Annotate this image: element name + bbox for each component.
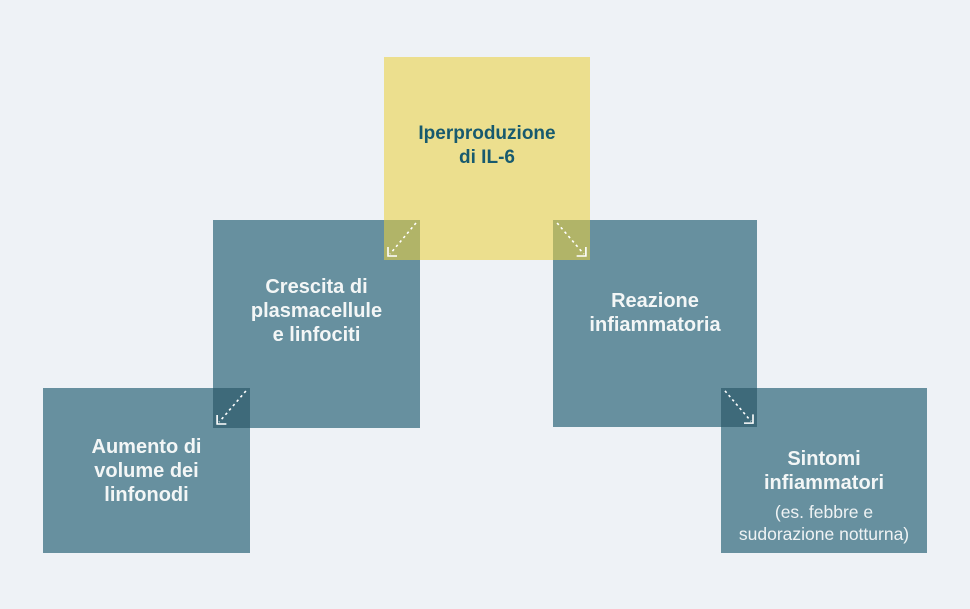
node-label-line: Sintomi	[787, 447, 861, 470]
arrow-down-right-icon	[724, 390, 754, 424]
node-label-line: Reazione	[611, 290, 699, 312]
node-label-line: di IL-6	[459, 146, 515, 168]
connector-reazione-to-sintomi	[721, 388, 757, 427]
node-sublabel: (es. febbre e sudorazione notturna)	[739, 501, 909, 545]
node-label-line: Iperproduzione	[418, 122, 556, 144]
node-label-line: infiammatori	[763, 471, 885, 494]
connector-il6-to-reazione	[553, 220, 590, 260]
connector-crescita-to-aumento	[213, 388, 250, 428]
arrow-down-left-icon	[216, 390, 247, 425]
node-label-line: plasmacellule	[250, 300, 383, 322]
connector-il6-to-crescita	[384, 220, 420, 260]
node-label-line: Crescita di	[265, 276, 368, 298]
node-label: Reazione infiammatoria	[589, 289, 720, 337]
node-label-line: infiammatoria	[589, 314, 721, 336]
node-label: Iperproduzione di IL-6	[418, 122, 555, 170]
node-label-line: volume dei	[94, 459, 199, 482]
arrow-down-left-icon	[387, 222, 417, 257]
node-label-line: Aumento di	[91, 435, 202, 458]
node-label-line: e linfociti	[272, 324, 361, 346]
node-sublabel-line: (es. febbre e	[774, 501, 874, 522]
node-sublabel-line: sudorazione notturna)	[738, 523, 910, 544]
node-label: Sintomi infiammatori	[739, 447, 909, 495]
node-label: Aumento di volume dei linfonodi	[92, 435, 202, 507]
arrow-down-right-icon	[556, 222, 587, 257]
node-label-line: linfonodi	[104, 483, 189, 506]
node-label: Crescita di plasmacellule e linfociti	[251, 275, 382, 347]
